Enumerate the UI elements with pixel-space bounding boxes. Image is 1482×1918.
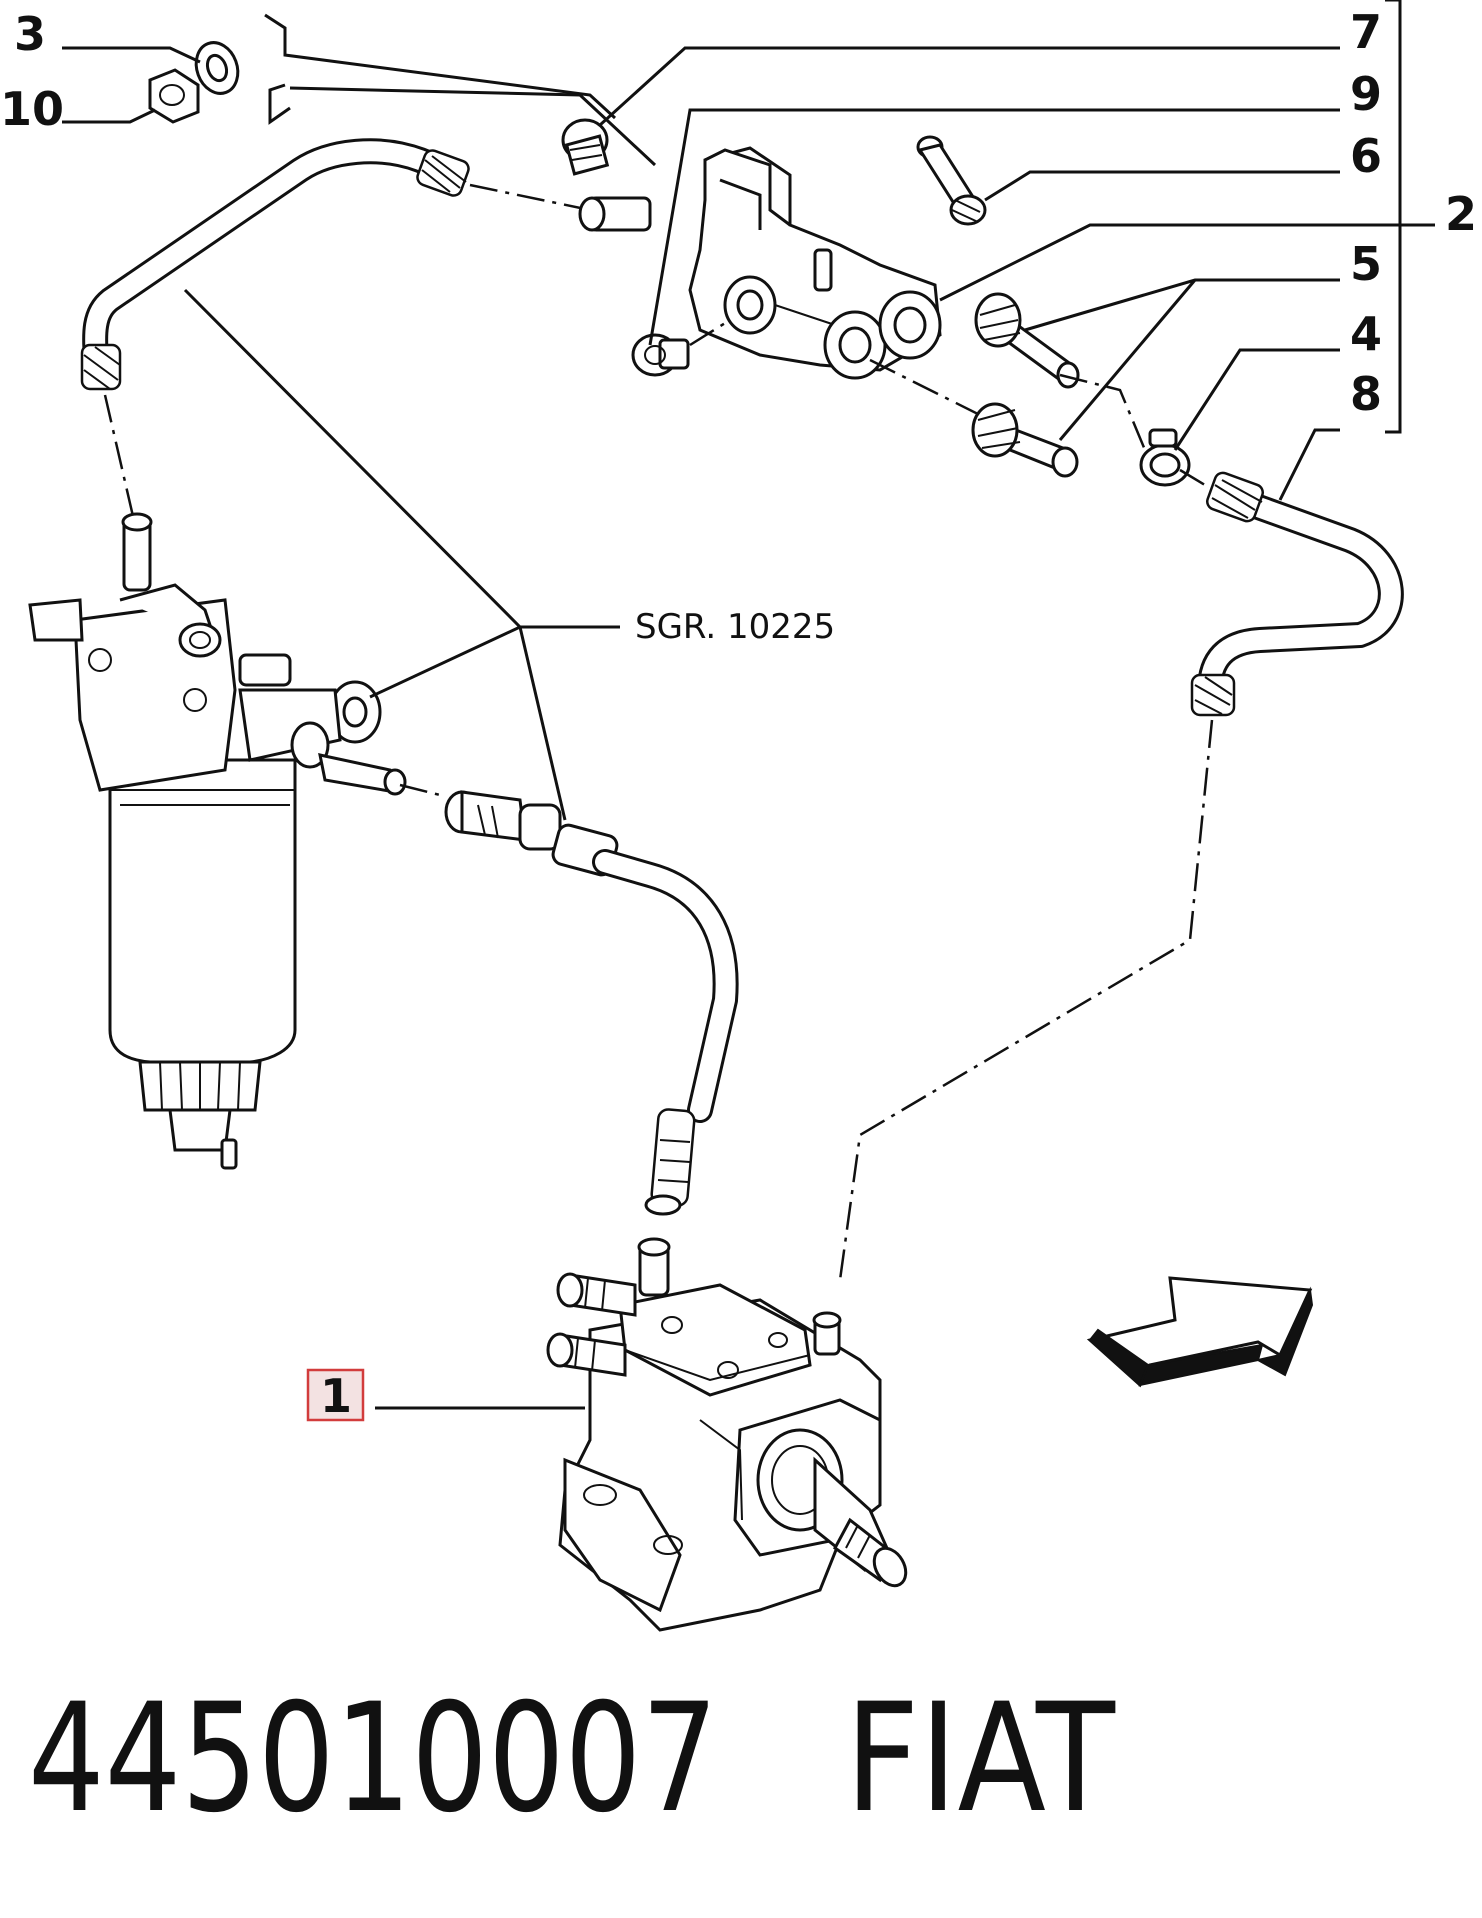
direction-arrow-icon (1086, 1276, 1314, 1388)
right-return-hose (838, 373, 1404, 1281)
pump-top-nipple (637, 1237, 671, 1297)
bleed-screw-9 (631, 333, 690, 377)
pump-left-nipple-lower (546, 1332, 627, 1377)
pipe-lower-sleeve (644, 1108, 696, 1216)
inlet-nipple (578, 196, 652, 232)
washer-part (194, 41, 240, 95)
valve-port-left (723, 275, 777, 335)
callout-9: 9 (1350, 67, 1382, 121)
nut-part (148, 68, 200, 124)
leader-lines (62, 0, 1435, 1410)
pump-left-nipple-upper (556, 1272, 637, 1317)
bolt-part-6 (916, 135, 987, 226)
valve-block-assembly (561, 118, 991, 422)
callout-6: 6 (1350, 129, 1382, 183)
callout-3: 3 (14, 7, 46, 61)
valve-port-right (878, 290, 942, 360)
fitting-upper-5 (974, 292, 1080, 389)
callout-labels: 3 10 7 9 6 2 5 4 8 (0, 5, 1477, 421)
callout-5: 5 (1350, 237, 1382, 291)
upper-left-hose (80, 138, 591, 526)
bolt-part-7 (561, 118, 610, 176)
hose-braid-end-bottom (80, 343, 122, 391)
brand-name: FIAT (845, 1672, 1116, 1846)
callout-7: 7 (1350, 5, 1382, 59)
assembly-reference: SGR. 10225 (635, 607, 835, 647)
valve-port-middle (823, 310, 887, 380)
part-number: 445010007 (28, 1672, 718, 1846)
nut-washer-group (148, 13, 657, 167)
filter-to-pump-line (399, 783, 739, 1216)
hose-clamp-4 (1139, 428, 1191, 487)
fuel-filter-assembly (28, 512, 407, 1170)
callout-10: 10 (0, 82, 64, 136)
callout-8: 8 (1350, 367, 1382, 421)
hose-braid-end-top (416, 149, 470, 197)
right-hose-braid-bottom (1190, 673, 1236, 717)
callout-1-highlight: 1 (306, 1368, 365, 1423)
callout-4: 4 (1350, 307, 1382, 361)
footer: 445010007 FIAT (28, 1672, 1116, 1846)
right-hose-braid-top (1206, 471, 1264, 523)
fitting-lower-5 (971, 402, 1079, 478)
high-pressure-pump (546, 1237, 908, 1632)
callout-1: 1 (320, 1369, 352, 1423)
pump-return-nipple (812, 1311, 842, 1356)
callout-2: 2 (1445, 187, 1477, 241)
